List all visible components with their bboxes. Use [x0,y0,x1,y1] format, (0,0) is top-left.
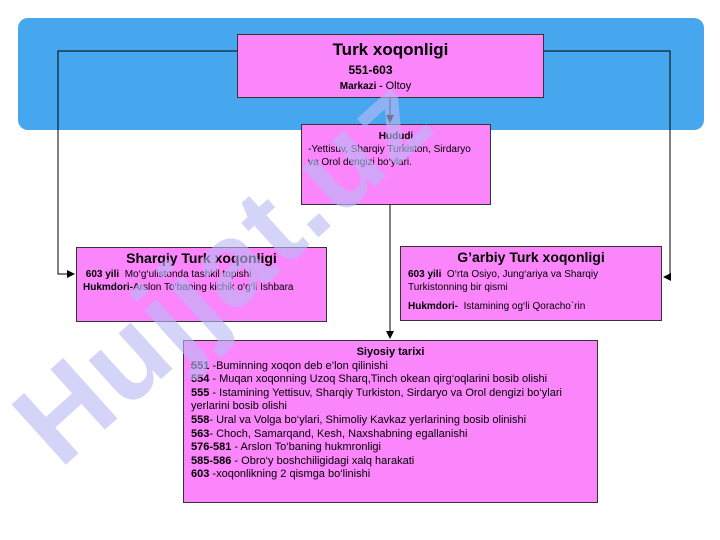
west-ruler-text: Istamining og‘li Qoracho`rin [463,301,586,312]
main-years: 551-603 [348,63,393,77]
east-heading: Sharqiy Turk xoqonligi [126,250,277,266]
event-date: 554 [191,373,210,386]
main-title: Turk xoqonligi [332,40,449,59]
east-founded-text: Mo‘g‘ulistonda tashkil topishi [124,269,252,280]
history-event: 555 - Istamining Yettisuv, Sharqiy Turki… [191,387,590,414]
east-year: 603 yili [85,269,120,280]
event-text: - Muqan xoqonning Uzoq Sharq,Tinch okean… [209,373,548,386]
event-date: 563 [191,427,210,440]
west-khaganate-box: G’arbiy Turk xoqonligi 603 yili O‘rta Os… [400,246,662,321]
west-ruler-label: Hukmdori- [408,301,458,312]
west-founded: 603 yili O‘rta Osiyo, Jung‘ariya va Shar… [408,268,654,294]
east-ruler-text: Arslon To‘baning kichik o‘g‘li Ishbara [133,282,294,293]
political-history-box: Siyosiy tarixi 551 -Buminning xoqon deb … [183,340,598,503]
history-event: 576-581 - Arslon To‘baning hukmronligi [191,441,590,455]
capital-value: Oltoy [382,80,412,92]
capital-label: Markazi - [339,81,383,92]
event-text: - Arslon To‘baning hukmronligi [231,441,381,454]
event-text: -xoqonlikning 2 qismga bo‘linishi [209,468,371,481]
arrow-main-to-west [544,50,671,281]
history-event: 563- Choch, Samarqand, Kesh, Naxshabning… [191,428,590,442]
main-khaganate-box: Turk xoqonligi 551-603 Markazi - Oltoy [237,34,544,98]
west-heading: G’arbiy Turk xoqonligi [457,249,605,265]
event-date: 585-586 [191,454,232,467]
event-text: - Obro‘y boshchiligidagi xalq harakati [231,454,415,467]
history-event: 585-586 - Obro‘y boshchiligidagi xalq ha… [191,455,590,469]
territory-heading: Hududi [378,131,414,142]
event-date: 576-581 [191,441,232,454]
event-text: - Ural va Volga bo‘ylari, Shimoliy Kavka… [209,413,527,426]
territory-text: -Yettisuv, Sharqiy Turkiston, Sirdaryo v… [308,144,471,168]
history-event: 558- Ural va Volga bo‘ylari, Shimoliy Ka… [191,414,590,428]
event-text: -Buminning xoqon deb e’lon qilinishi [209,359,388,372]
event-text: - Choch, Samarqand, Kesh, Naxshabning eg… [209,427,468,440]
territory-box: Hududi -Yettisuv, Sharqiy Turkiston, Sir… [301,124,491,205]
main-capital: Markazi - Oltoy [238,80,543,92]
west-ruler: Hukmdori- Istamining og‘li Qoracho`rin [408,300,654,313]
history-event: 551 -Buminning xoqon deb e’lon qilinishi [191,360,590,374]
event-date: 555 [191,386,210,399]
history-event: 554 - Muqan xoqonning Uzoq Sharq,Tinch o… [191,373,590,387]
history-event: 603 -xoqonlikning 2 qismga bo‘linishi [191,468,590,482]
event-date: 603 [191,468,210,481]
west-year: 603 yili [408,269,442,280]
history-heading: Siyosiy tarixi [356,346,425,358]
east-founded: 603 yili Mo‘g‘ulistonda tashkil topishi [83,268,320,281]
event-date: 551 [191,359,210,372]
west-founded-text: O‘rta Osiyo, Jung‘ariya va Sharqiy Turki… [408,269,599,293]
event-date: 558 [191,413,210,426]
east-ruler-label: Hukmdori- [83,282,133,293]
east-ruler: Hukmdori-Arslon To‘baning kichik o‘g‘li … [83,281,320,294]
event-text: - Istamining Yettisuv, Sharqiy Turkiston… [191,386,562,413]
arrow-main-to-east [57,50,237,278]
east-khaganate-box: Sharqiy Turk xoqonligi 603 yili Mo‘g‘uli… [76,247,327,322]
